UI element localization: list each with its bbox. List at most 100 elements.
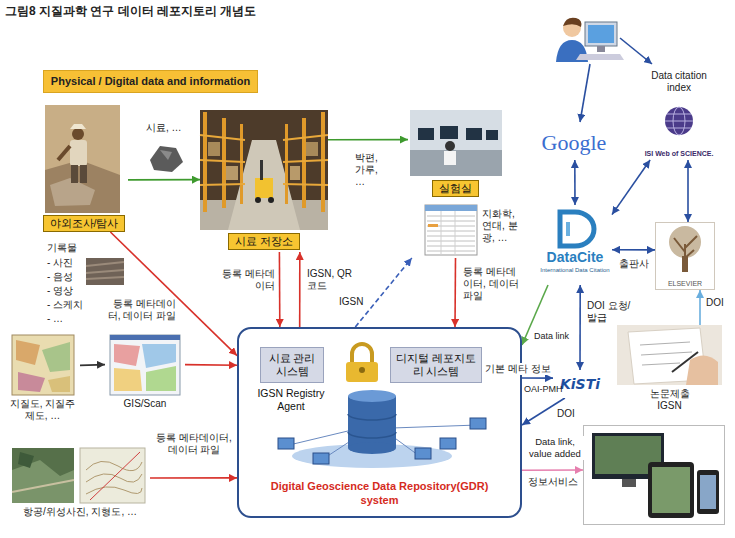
node-label: Physical / Digital data and information [44, 71, 257, 92]
database-cluster [313, 453, 329, 464]
rock-sample [150, 146, 183, 172]
annotation: 출판사 [619, 258, 649, 270]
data-table-image [427, 216, 475, 251]
connector [522, 377, 553, 379]
field-photo [45, 160, 120, 213]
photo-node: 논문제출 IGSN [617, 325, 722, 422]
storage-photo [255, 197, 261, 203]
logo-node: ELSEVIER [655, 222, 715, 290]
gis-scan-screen [114, 368, 142, 391]
topographic-map [80, 448, 145, 503]
node-label: Data citation index [640, 70, 718, 94]
database-cluster [348, 396, 396, 448]
rock-sample [160, 150, 172, 160]
field-photo [71, 165, 78, 183]
gis-scan-screen [110, 335, 180, 395]
database-cluster [348, 442, 396, 454]
topographic-map [90, 452, 140, 500]
photo-node: GIS/Scan [105, 335, 185, 413]
node-label: 실험실 [432, 180, 479, 197]
user-icon [597, 46, 605, 52]
records-photo [86, 258, 124, 285]
edge-label: 기본 메타 정보 [484, 363, 552, 375]
connector [612, 249, 655, 251]
aerial-photo [12, 448, 74, 503]
lock-icon [352, 344, 372, 362]
repository-box: IGSN Registry AgentDigital Geoscience Da… [237, 327, 522, 518]
data-table-image [425, 205, 477, 211]
data-table-image [428, 224, 438, 227]
annotation: OAI-PMH [524, 383, 563, 395]
system-box: 시료 관리 시스템 [260, 347, 324, 383]
field-photo [80, 165, 87, 183]
database-cluster [278, 438, 294, 449]
aerial-photo [12, 460, 74, 503]
user-access-arrow [620, 38, 652, 64]
storage-photo [200, 135, 328, 185]
connector [150, 477, 237, 479]
storage-photo [260, 160, 263, 180]
database-cluster [278, 390, 486, 468]
service-devices [697, 470, 719, 514]
gis-scan-screen [110, 335, 180, 340]
storage-photo [222, 118, 226, 208]
aerial-photo [12, 448, 74, 503]
topographic-map [86, 461, 142, 494]
logo-node: Google [535, 125, 613, 160]
storage-photo [226, 166, 238, 180]
topographic-map [80, 448, 145, 503]
node-label: ELSEVIER [656, 279, 714, 288]
connector [454, 258, 456, 327]
storage-photo [200, 110, 328, 230]
edge-label: 등록 메타데이터, 데이터 파일 [462, 266, 524, 302]
data-table-image [425, 205, 477, 255]
lab-photo [410, 150, 502, 176]
photo-node: 시료 저장소 [200, 110, 328, 252]
connector [185, 364, 237, 366]
edge-label: 박편, 가루, … [354, 152, 390, 188]
edge-label: IGSN, QR코드 [306, 268, 360, 292]
user-icon [563, 18, 581, 27]
web-of-science-globe [665, 107, 693, 135]
database-cluster [348, 390, 396, 402]
annotation: 지화학, 연대, 분광, … [482, 208, 524, 244]
storage-photo [240, 124, 243, 204]
lab-photo [410, 110, 502, 176]
lab-photo [486, 130, 498, 140]
storage-photo [203, 112, 207, 212]
elsevier-tree [682, 256, 688, 272]
geologic-map-photo [16, 340, 40, 365]
geologic-map-photo [48, 376, 70, 392]
edge-label: DOI [556, 408, 576, 420]
storage-photo [302, 118, 306, 208]
gis-scan-screen [146, 366, 176, 391]
records-photo [86, 258, 124, 285]
storage-photo [200, 110, 328, 230]
photo-node: 야외조사/탐사 [40, 105, 128, 232]
storage-photo [268, 197, 274, 203]
node-label: Google [535, 125, 613, 160]
service-devices [592, 433, 719, 518]
connector [574, 160, 576, 205]
edge-label: Data link, value added [525, 436, 585, 460]
rock-sample [150, 146, 183, 172]
lab-photo [445, 141, 455, 151]
node-label: 지질도, 지질주제도, … [5, 398, 80, 422]
node-label: 시료 저장소 [228, 233, 300, 250]
category-band: Physical / Digital data and information [43, 70, 258, 93]
node-label: 논문제출 IGSN [639, 388, 701, 412]
field-photo [45, 105, 120, 213]
edge-label: IGSN [338, 296, 364, 308]
user-icon [585, 22, 617, 46]
service-devices [622, 479, 636, 487]
node-label: 야외조사/탐사 [43, 215, 126, 232]
user-icon [576, 54, 624, 60]
node-label: DataCite [538, 249, 612, 266]
storage-photo [208, 142, 220, 156]
geologic-map-photo [12, 335, 74, 395]
connector [128, 179, 200, 181]
edge-label: DOI [705, 297, 725, 309]
node-label: 디지털 레포지토리 시스템 [395, 352, 477, 378]
node-label: 정보서비스 [526, 476, 580, 488]
system-box: 디지털 레포지토리 시스템 [390, 347, 482, 383]
